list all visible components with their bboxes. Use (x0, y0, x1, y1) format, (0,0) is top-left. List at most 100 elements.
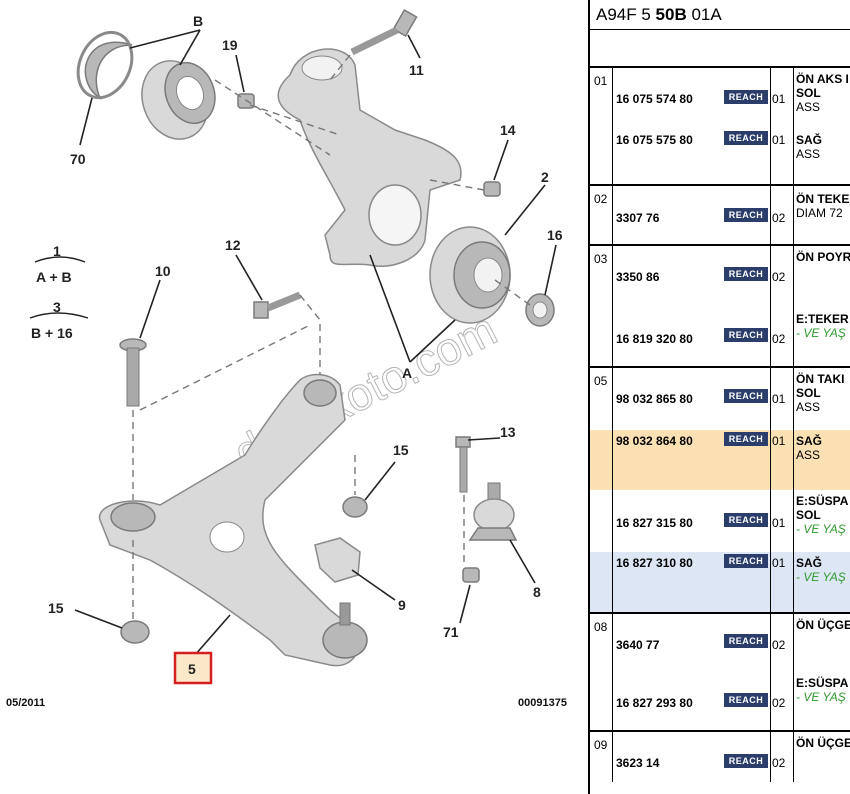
quantity: 01 (772, 556, 786, 570)
desc-title: ÖN TEKE (796, 192, 850, 206)
callout-5-box (173, 651, 213, 685)
part-number: 98 032 864 80 (616, 434, 693, 448)
callout-16: 16 (547, 227, 563, 243)
quantity: 01 (772, 434, 786, 448)
diagram-code: 00091375 (518, 697, 567, 709)
description: ÖN TAKI SOL ASS (796, 372, 844, 414)
legend-3-number: 3 (53, 299, 61, 315)
group-number: 02 (594, 192, 608, 206)
knuckle-bore (368, 184, 422, 246)
reach-badge: REACH (724, 693, 768, 707)
nut-15-front-part (120, 620, 150, 644)
leader-10 (139, 279, 161, 339)
group-number: 03 (594, 252, 608, 266)
quantity: 01 (772, 392, 786, 406)
table-row[interactable]: 16 075 574 80 REACH 01 ÖN AKS I SOL ASS (590, 68, 850, 128)
callout-19: 19 (222, 37, 238, 53)
desc-title: E:SÜSPA (796, 494, 849, 508)
desc-note: ASS (796, 448, 821, 462)
callout-8: 8 (533, 584, 541, 600)
table-row[interactable]: 16 819 320 80 REACH 02 E:TEKER - VE YAŞ (590, 304, 850, 366)
table-row[interactable]: 16 075 575 80 REACH 01 SAĞ ASS (590, 128, 850, 184)
reach-badge: REACH (724, 554, 768, 568)
table-row[interactable]: 16 827 315 80 REACH 01 E:SÜSPA SOL - VE … (590, 490, 850, 552)
callout-71: 71 (443, 624, 459, 640)
group-number: 09 (594, 738, 608, 752)
leader-19 (235, 54, 245, 93)
part-number: 98 032 865 80 (616, 392, 693, 406)
table-row-selected[interactable]: 98 032 864 80 REACH 01 SAĞ ASS (590, 430, 850, 490)
quantity: 02 (772, 696, 786, 710)
leader-9 (351, 569, 396, 601)
part-number: 16 075 574 80 (616, 92, 693, 106)
description: ÖN ÜÇGE (796, 618, 850, 632)
desc-note: ASS (796, 100, 821, 114)
leader-5 (194, 614, 231, 656)
group-02: 02 3307 76 REACH 02 ÖN TEKE DIAM 72 (590, 186, 850, 246)
reach-badge: REACH (724, 90, 768, 104)
table-row[interactable]: 3350 86 REACH 02 ÖN POYR (590, 246, 850, 304)
circlip-ring (76, 30, 134, 100)
quantity: 02 (772, 270, 786, 284)
description: ÖN ÜÇGE (796, 736, 850, 750)
desc-side: SOL (796, 86, 821, 100)
description: ÖN TEKE DIAM 72 (796, 192, 849, 220)
part-number: 16 827 310 80 (616, 556, 693, 570)
reach-badge: REACH (724, 131, 768, 145)
callout-14: 14 (500, 122, 516, 138)
quantity: 01 (772, 133, 786, 147)
callout-15-rear: 15 (393, 442, 409, 458)
desc-note: ASS (796, 147, 821, 161)
part-number: 3640 77 (616, 638, 660, 652)
part-number: 16 819 320 80 (616, 332, 693, 346)
table-row[interactable]: 16 827 293 80 REACH 02 E:SÜSPA - VE YAŞ (590, 670, 850, 730)
leader-16 (544, 244, 557, 296)
quantity: 02 (772, 756, 786, 770)
table-header: A94F 5 50B 01A (590, 0, 850, 30)
table-row[interactable]: 3640 77 REACH 02 ÖN ÜÇGE (590, 614, 850, 670)
alignment-line-11 (329, 54, 351, 81)
part-number: 16 827 293 80 (616, 696, 693, 710)
parts-table: A94F 5 50B 01A 01 16 075 574 80 REACH 01… (588, 0, 850, 794)
bolt-11-part (350, 8, 418, 56)
legend-1-formula: A + B (36, 269, 72, 285)
callout-9: 9 (398, 597, 406, 613)
table-row[interactable]: 3623 14 REACH 02 ÖN ÜÇGE (590, 732, 850, 794)
desc-note: ASS (796, 400, 821, 414)
callout-A: A (402, 365, 412, 381)
desc-title: ÖN ÜÇGE (796, 736, 850, 750)
legend-3-formula: B + 16 (31, 325, 73, 341)
wheel-hub-part (429, 226, 511, 324)
description: SAĞ ASS (796, 133, 822, 161)
quantity: 02 (772, 638, 786, 652)
knuckle-strut-bore (301, 55, 343, 81)
group-number: 05 (594, 374, 608, 388)
arm-ball-joint (322, 602, 368, 659)
nut-71-part (462, 567, 480, 583)
arm-rear-bush (303, 379, 337, 407)
reach-badge: REACH (724, 267, 768, 281)
ball-joint-8-part (468, 482, 518, 541)
description: ÖN POYR (796, 250, 850, 264)
callout-5-highlight[interactable]: 5 (173, 651, 213, 685)
header-bold: 50B (655, 5, 687, 24)
part-number: 16 827 315 80 (616, 516, 693, 530)
leader-15a (74, 609, 123, 629)
reach-badge: REACH (724, 208, 768, 222)
nut-15-rear-part (342, 496, 368, 518)
desc-note: - VE YAŞ (796, 522, 846, 536)
leader-70 (79, 97, 93, 146)
group-03: 03 3350 86 REACH 02 ÖN POYR 16 819 320 8… (590, 246, 850, 368)
bracket-9-part (314, 537, 361, 583)
quantity: 02 (772, 332, 786, 346)
leader-B (129, 29, 201, 49)
table-row[interactable]: 98 032 865 80 REACH 01 ÖN TAKI SOL ASS (590, 368, 850, 430)
desc-note: DIAM 72 (796, 206, 843, 220)
table-row[interactable]: 3307 76 REACH 02 ÖN TEKE DIAM 72 (590, 186, 850, 244)
table-row-highlighted[interactable]: 16 827 310 80 REACH 01 SAĞ - VE YAŞ (590, 552, 850, 612)
legend-1-number: 1 (53, 243, 61, 259)
part-number: 3307 76 (616, 211, 660, 225)
callout-11: 11 (409, 62, 424, 78)
reach-badge: REACH (724, 432, 768, 446)
circlip-part (84, 41, 133, 100)
